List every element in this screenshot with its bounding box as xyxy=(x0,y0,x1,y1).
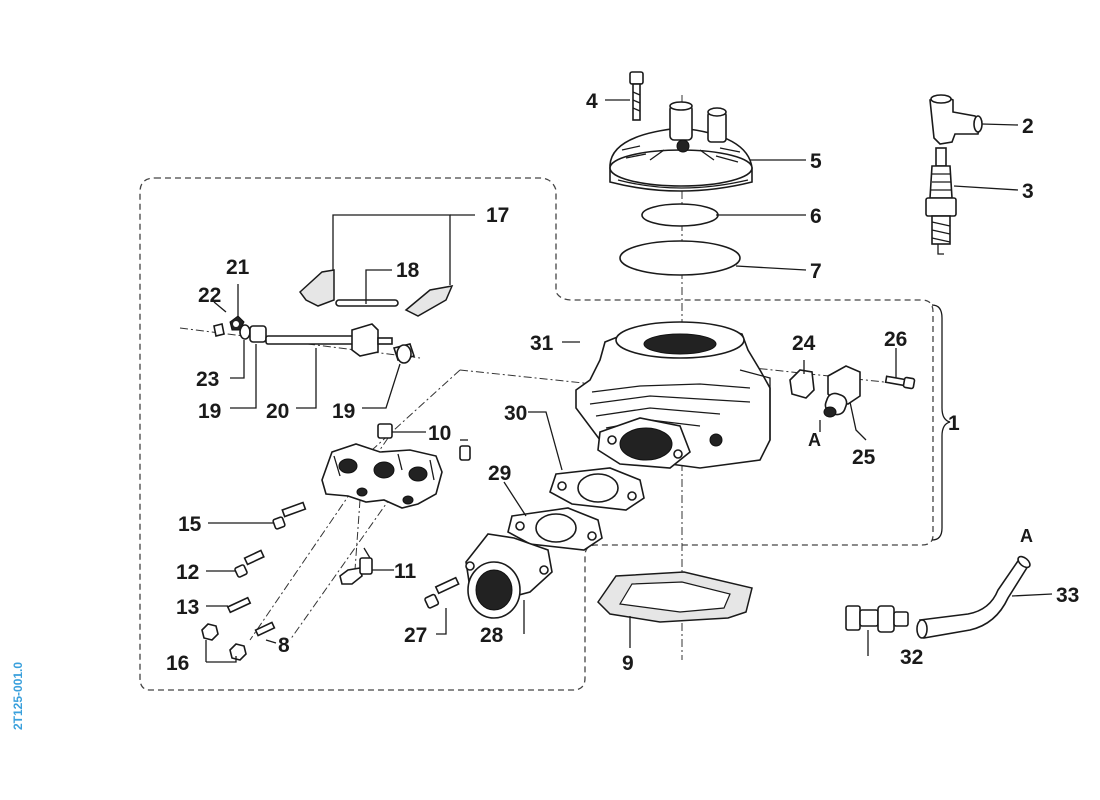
callout-26: 26 xyxy=(884,328,907,351)
hose-fitting xyxy=(845,605,909,633)
callout-18: 18 xyxy=(396,259,420,282)
callout-1: 1 xyxy=(948,412,960,435)
callout-17: 17 xyxy=(486,204,509,227)
callout-16: 16 xyxy=(166,652,189,675)
cylinder-base-gasket xyxy=(597,571,753,623)
callout-13: 13 xyxy=(176,596,199,619)
cylinder-head-bolt xyxy=(629,71,644,121)
spark-plug-cap xyxy=(929,94,983,145)
housing-bolt xyxy=(272,501,307,530)
callout-31: 31 xyxy=(530,332,554,355)
thermostat-housing xyxy=(823,365,861,418)
intake-gasket-outer xyxy=(549,467,645,511)
callout-10: 10 xyxy=(428,422,451,445)
callout-6: 6 xyxy=(810,205,822,228)
water-nipple xyxy=(339,547,373,585)
callout-29: 29 xyxy=(488,462,511,485)
callout-32: 32 xyxy=(900,646,923,669)
callout-2: 2 xyxy=(1022,115,1034,138)
nuts xyxy=(201,623,247,661)
callout-33: 33 xyxy=(1056,584,1079,607)
callout-21: 21 xyxy=(226,256,250,279)
exhaust-valve-shaft-assembly xyxy=(213,315,416,364)
exhaust-valve-cover-pair xyxy=(298,269,454,317)
thermostat-bolt xyxy=(884,375,916,390)
housing-screw xyxy=(234,549,265,578)
thermostat-gasket xyxy=(789,369,815,399)
cylinder xyxy=(575,321,771,469)
callout-9: 9 xyxy=(622,652,634,675)
callout-27: 27 xyxy=(404,624,427,647)
callout-5: 5 xyxy=(810,150,822,173)
o-ring-small xyxy=(641,203,719,227)
callout-22: 22 xyxy=(198,284,221,307)
callout-20: 20 xyxy=(266,400,289,423)
manifold-bolt xyxy=(424,576,460,609)
callout-19b: 19 xyxy=(332,400,355,423)
callout-19a: 19 xyxy=(198,400,221,423)
callout-4: 4 xyxy=(586,90,598,113)
callouts: 1 2 3 4 5 6 7 8 9 10 11 12 13 15 16 17 1… xyxy=(166,90,1079,675)
intake-spacer xyxy=(507,507,603,551)
ref-a-thermostat: A xyxy=(808,430,821,450)
leader-lines xyxy=(205,99,1053,663)
spark-plug xyxy=(925,147,957,255)
ref-a-hose: A xyxy=(1020,526,1033,546)
callout-23: 23 xyxy=(196,368,219,391)
cylinder-head xyxy=(609,101,753,192)
callout-8: 8 xyxy=(278,634,290,657)
callout-24: 24 xyxy=(792,332,816,355)
valve-pin xyxy=(335,299,399,307)
coolant-hose xyxy=(916,555,1031,639)
drawing-code: 2T125-001.0 xyxy=(11,662,25,730)
callout-12: 12 xyxy=(176,561,199,584)
assembly-boundary xyxy=(139,177,934,691)
stud-13 xyxy=(226,596,252,614)
callout-15: 15 xyxy=(178,513,202,536)
stud-8 xyxy=(254,621,276,637)
exhaust-valve-housing xyxy=(321,443,443,509)
callout-25: 25 xyxy=(852,446,876,469)
callout-3: 3 xyxy=(1022,180,1034,203)
callout-11: 11 xyxy=(394,560,417,583)
callout-7: 7 xyxy=(810,260,822,283)
o-ring-large xyxy=(619,240,741,276)
callout-30: 30 xyxy=(504,402,527,425)
callout-28: 28 xyxy=(480,624,504,647)
intake-manifold xyxy=(465,533,553,619)
assembly-bracket xyxy=(931,304,951,541)
valve-bushings xyxy=(377,423,471,461)
